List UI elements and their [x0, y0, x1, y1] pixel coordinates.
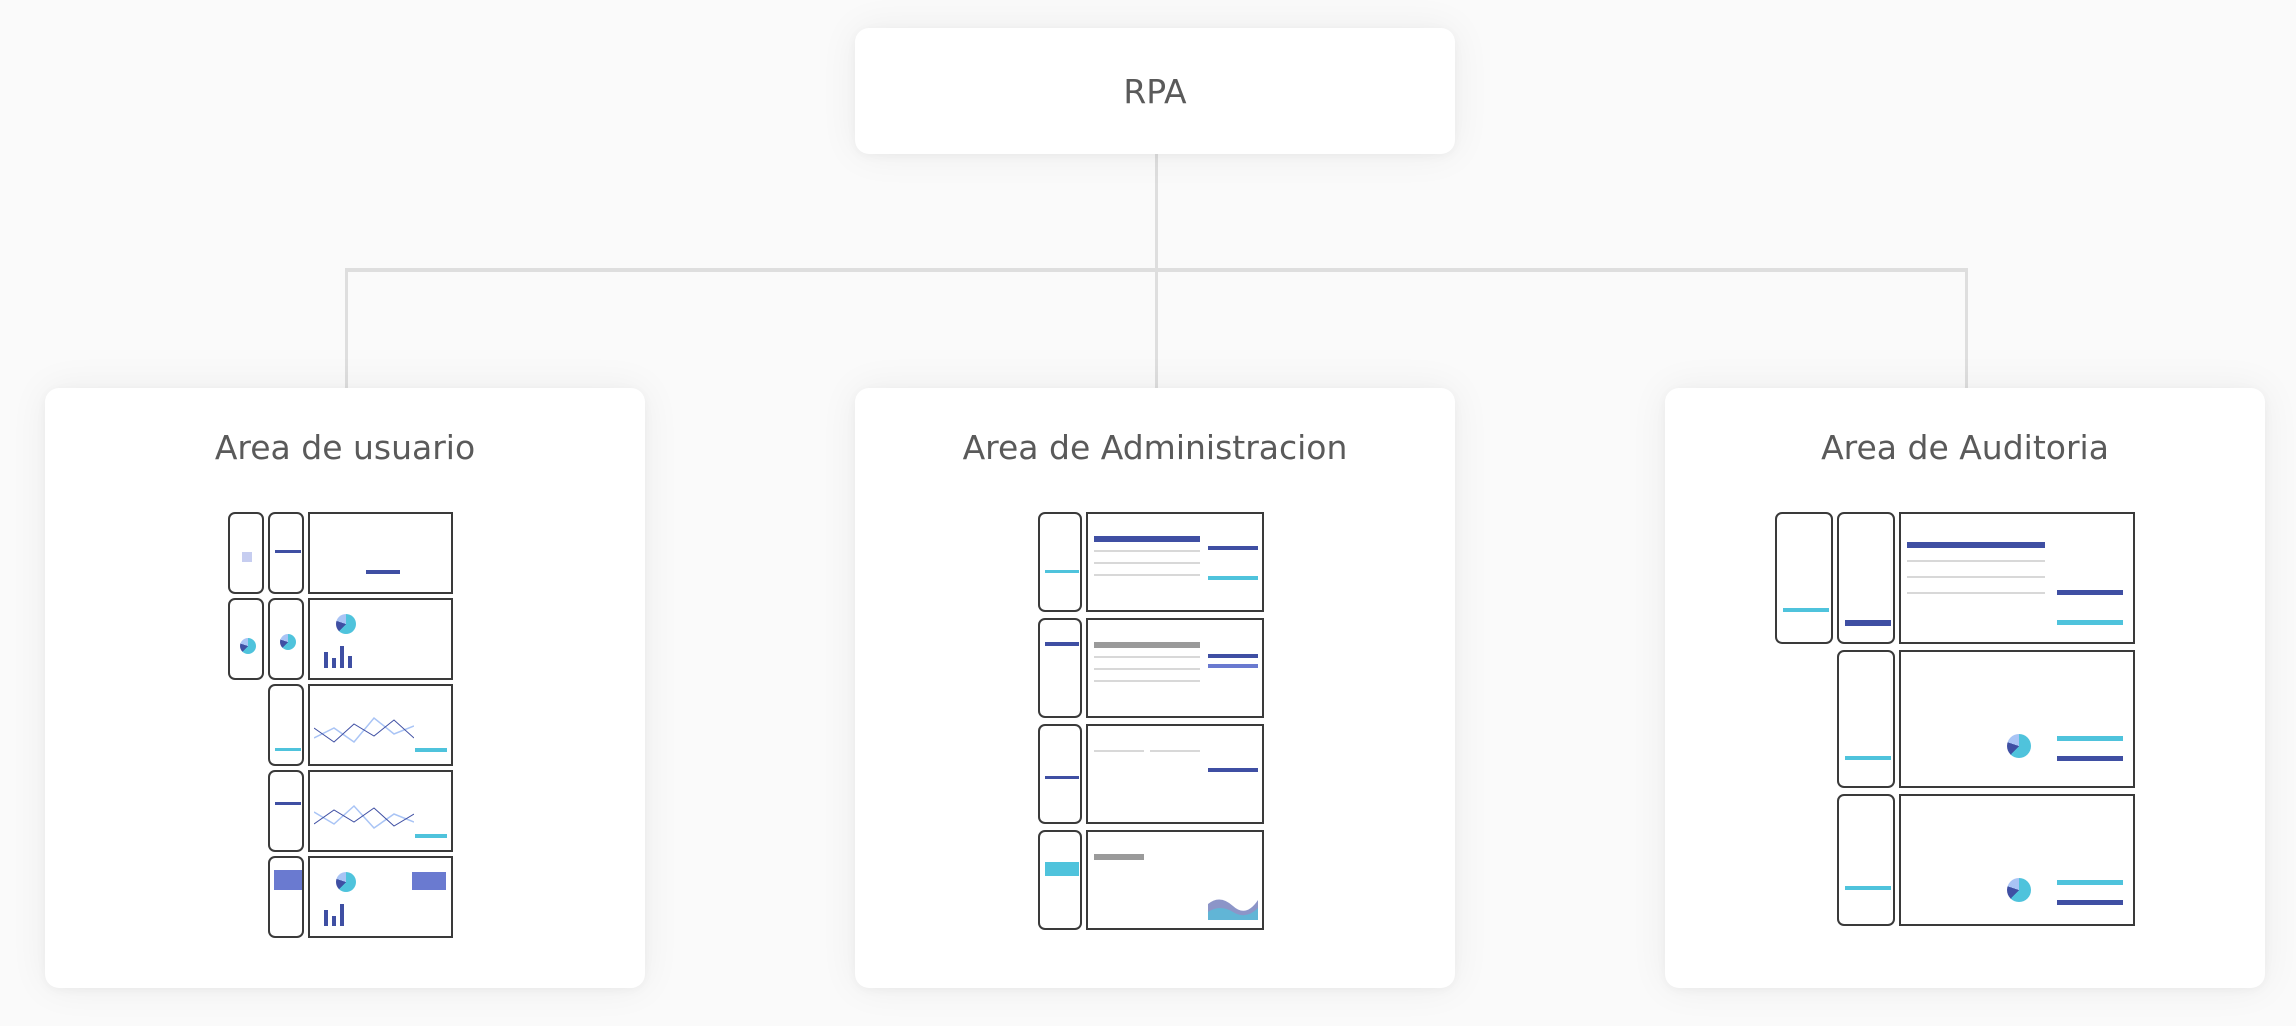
desktop-screen-thumbnail [1086, 512, 1264, 612]
area-auditoria-title: Area de Auditoria [1821, 428, 2109, 467]
mobile-screen-thumbnail [268, 598, 304, 680]
mobile-screen-thumbnail [1837, 650, 1895, 788]
mobile-screen-thumbnail [1775, 512, 1833, 644]
mobile-screen-thumbnail [1038, 512, 1082, 612]
mobile-screen-thumbnail [1038, 830, 1082, 930]
mobile-screen-thumbnail [268, 684, 304, 766]
area-usuario-card[interactable]: Area de usuario [45, 388, 645, 988]
connector-to-usuario [345, 268, 348, 390]
area-usuario-title: Area de usuario [214, 428, 476, 467]
connector-root-down [1155, 154, 1158, 270]
mobile-screen-thumbnail [228, 512, 264, 594]
connector-to-auditoria [1965, 268, 1968, 390]
root-node[interactable]: RPA [855, 28, 1455, 154]
connector-to-administracion [1155, 268, 1158, 390]
area-administracion-card[interactable]: Area de Administracion [855, 388, 1455, 988]
mobile-screen-thumbnail [1038, 618, 1082, 718]
desktop-screen-thumbnail [1899, 650, 2135, 788]
desktop-screen-thumbnail [308, 770, 453, 852]
area-administracion-title: Area de Administracion [962, 428, 1348, 467]
mobile-screen-thumbnail [1837, 512, 1895, 644]
area-usuario-screens-thumbnail [228, 512, 458, 940]
desktop-screen-thumbnail [1086, 618, 1264, 718]
desktop-screen-thumbnail [1899, 794, 2135, 926]
desktop-screen-thumbnail [1086, 724, 1264, 824]
desktop-screen-thumbnail [1086, 830, 1264, 930]
desktop-screen-thumbnail [308, 856, 453, 938]
area-auditoria-card[interactable]: Area de Auditoria [1665, 388, 2265, 988]
mobile-screen-thumbnail [268, 770, 304, 852]
area-administracion-screens-thumbnail [1038, 512, 1272, 940]
desktop-screen-thumbnail [308, 512, 453, 594]
mobile-screen-thumbnail [228, 598, 264, 680]
root-node-label: RPA [1123, 71, 1187, 111]
mobile-screen-thumbnail [268, 512, 304, 594]
desktop-screen-thumbnail [1899, 512, 2135, 644]
mobile-screen-thumbnail [1837, 794, 1895, 926]
mobile-screen-thumbnail [268, 856, 304, 938]
area-auditoria-screens-thumbnail [1775, 512, 2139, 944]
desktop-screen-thumbnail [308, 598, 453, 680]
desktop-screen-thumbnail [308, 684, 453, 766]
mobile-screen-thumbnail [1038, 724, 1082, 824]
